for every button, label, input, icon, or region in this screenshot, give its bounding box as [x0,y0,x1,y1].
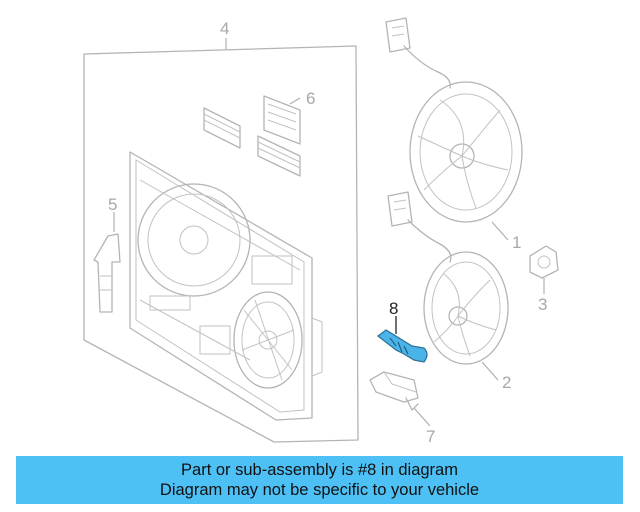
parts-diagram: 4 6 5 1 3 8 2 7 [83,17,559,446]
holder [369,371,419,411]
callout-3: 3 [538,295,547,314]
callout-6: 6 [306,89,315,108]
clip-set [203,95,301,177]
small-fan-motor [387,191,509,365]
large-fan-motor [385,17,523,223]
callout-8: 8 [389,299,398,318]
fan-shroud [83,45,359,443]
banner-line-1: Part or sub-assembly is #8 in diagram [181,461,458,479]
callout-7: 7 [426,427,435,446]
info-banner: Part or sub-assembly is #8 in diagram Di… [16,456,623,504]
temperature-sensor [529,245,559,279]
banner-line-2: Diagram may not be specific to your vehi… [159,481,480,499]
callout-5: 5 [108,195,117,214]
highlighted-part-8 [377,329,428,363]
bracket [93,233,121,313]
callout-1: 1 [512,233,521,252]
callout-2: 2 [502,373,511,392]
part-8-shape [377,329,428,363]
callout-4: 4 [220,19,229,38]
